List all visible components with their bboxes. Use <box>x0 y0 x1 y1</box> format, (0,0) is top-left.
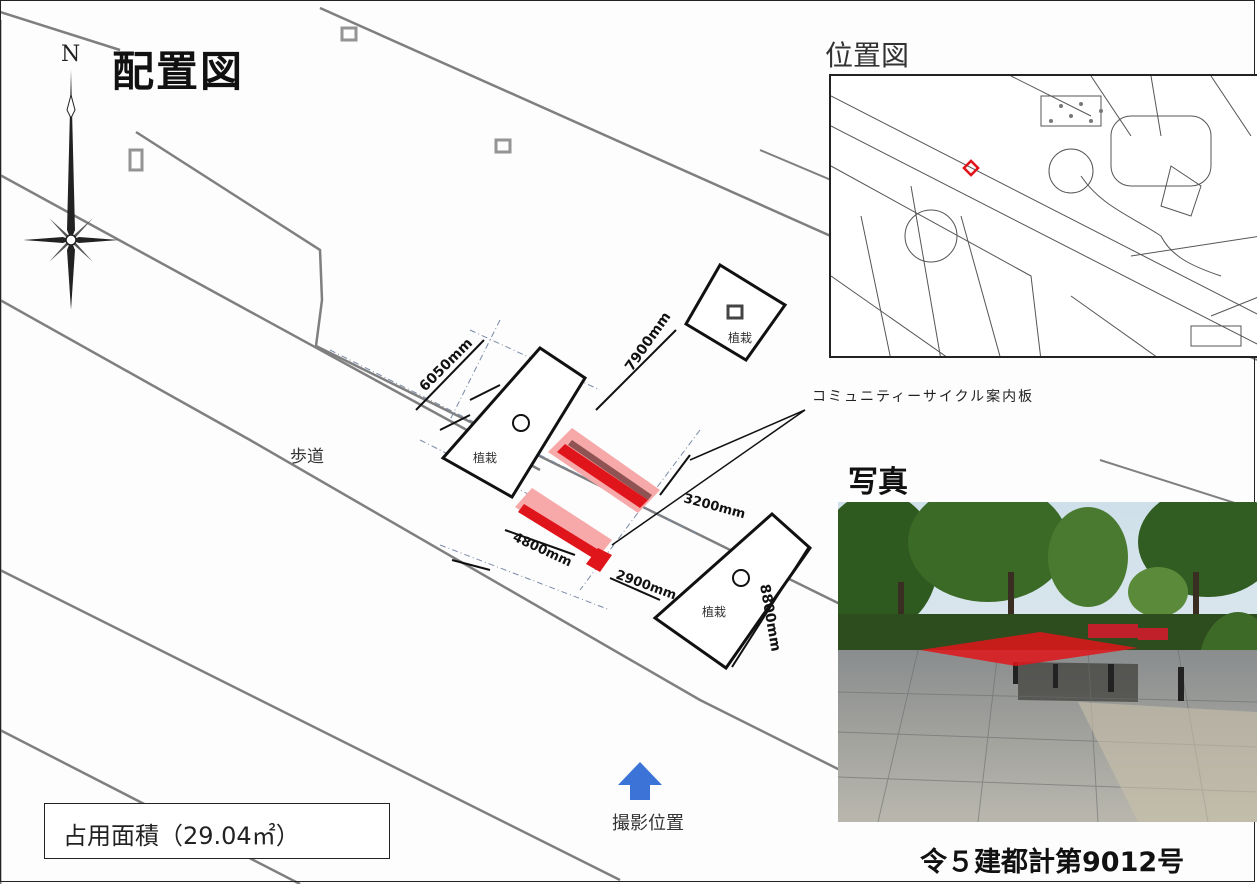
location-map-title: 位置図 <box>825 39 910 72</box>
occupancy-rack-1-bar <box>557 444 648 508</box>
dim-6050-line <box>415 339 485 411</box>
planting-label-lower: 植栽 <box>702 604 726 619</box>
occupancy-sign <box>586 548 612 572</box>
road-line-2 <box>319 6 881 260</box>
tree-symbol <box>340 26 358 42</box>
road-line-5 <box>0 173 541 472</box>
shooting-position-label: 撮影位置 <box>612 813 684 834</box>
location-map <box>829 74 1257 358</box>
shooting-position-arrow <box>618 762 662 800</box>
location-map-drawing <box>831 76 1257 356</box>
site-photo <box>838 502 1257 822</box>
dim-4800-line <box>504 529 576 556</box>
community-cycle-sign-label: コミュニティーサイクル案内板 <box>812 389 1035 405</box>
location-marker <box>962 159 980 177</box>
dim-7900-line <box>595 329 677 411</box>
planter-top-right <box>683 262 788 363</box>
road-line-1 <box>0 10 121 52</box>
tree-symbol <box>726 304 744 320</box>
planting-label-upper: 植栽 <box>473 450 497 465</box>
occupancy-area <box>515 428 660 572</box>
north-label: N <box>61 42 81 67</box>
page-title: 配置図 <box>112 47 245 96</box>
occupancy-rack-2 <box>515 488 612 560</box>
photo-title: 写真 <box>848 465 908 500</box>
tree-symbol <box>494 138 512 154</box>
planter-lower <box>652 511 812 671</box>
occupancy-area-label: 占用面積（29.04㎡） <box>63 822 300 850</box>
document-number: 令５建都計第9012号 <box>920 847 1185 878</box>
dim-small-2 <box>469 384 501 401</box>
dim-small-3 <box>451 559 491 571</box>
sign-leader-lines <box>611 409 806 546</box>
dim-small-1 <box>439 414 471 431</box>
dim-3200-line <box>659 454 691 496</box>
road-line-7 <box>0 568 621 882</box>
dim-2900-line <box>609 577 661 601</box>
dim-8800-line <box>731 547 809 668</box>
compass-rose <box>23 70 119 310</box>
tree-circle <box>732 569 750 587</box>
tree-symbols <box>128 26 512 172</box>
planters <box>440 262 812 671</box>
road-line-6 <box>0 298 841 772</box>
occupancy-area-box: 占用面積（29.04㎡） <box>44 803 390 859</box>
occupancy-rack-1-bar2 <box>568 440 652 500</box>
tree-symbol <box>128 148 144 172</box>
photo-occupancy-overlay <box>920 632 1138 666</box>
dimension-arrows <box>415 329 809 668</box>
sidewalk-label: 歩道 <box>290 447 324 467</box>
occupancy-rack-2-bar <box>518 504 602 560</box>
planting-label-top: 植栽 <box>728 330 752 345</box>
site-photo-drawing <box>838 502 1257 822</box>
tree-circle <box>512 414 530 432</box>
